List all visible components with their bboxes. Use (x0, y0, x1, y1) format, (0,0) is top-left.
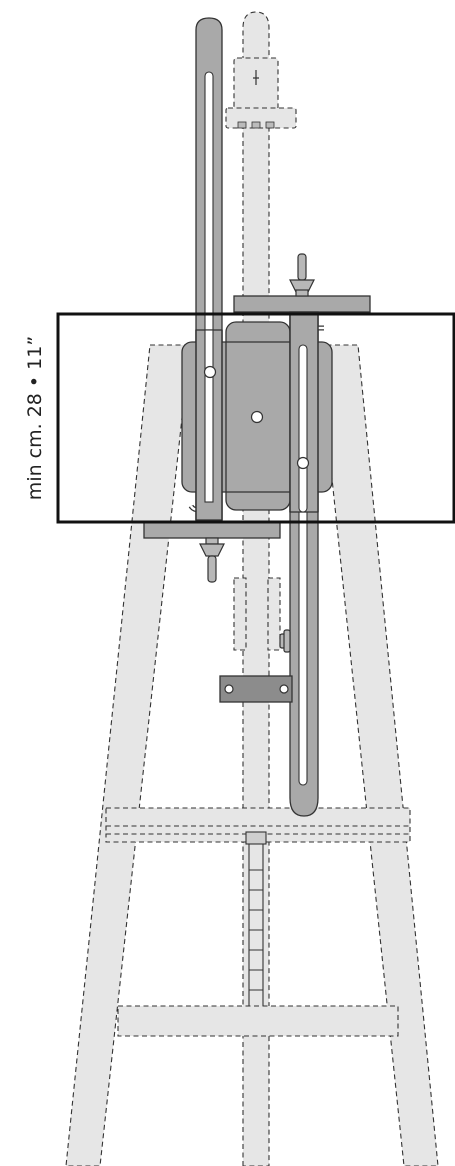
top-clamp-base (225, 107, 297, 129)
mast-side-knob-icon (279, 629, 291, 653)
mast-slide-left (233, 577, 247, 651)
top-clamp-hook (253, 70, 259, 85)
bottom-wing-nut-icon (199, 537, 225, 583)
left-bar-bolt (203, 365, 217, 379)
easel-frame (65, 11, 439, 1166)
right-leg (317, 344, 439, 1166)
top-bracket-plate (233, 295, 371, 313)
dimension-label: min cm. 28 • 11” (24, 336, 46, 500)
bottom-bracket-plate (143, 521, 281, 539)
center-bolt (250, 410, 264, 424)
center-mast (242, 11, 270, 1166)
right-bar-bolt (296, 456, 310, 470)
top-wing-nut-icon (289, 253, 315, 297)
canvas-tray (105, 807, 411, 835)
min-size-frame (56, 312, 455, 524)
clamp-hardware (143, 17, 371, 817)
height-rack (245, 831, 267, 1010)
left-leg (65, 344, 191, 1166)
mast-slide-right (267, 577, 281, 651)
lower-crossbar (117, 1005, 399, 1037)
